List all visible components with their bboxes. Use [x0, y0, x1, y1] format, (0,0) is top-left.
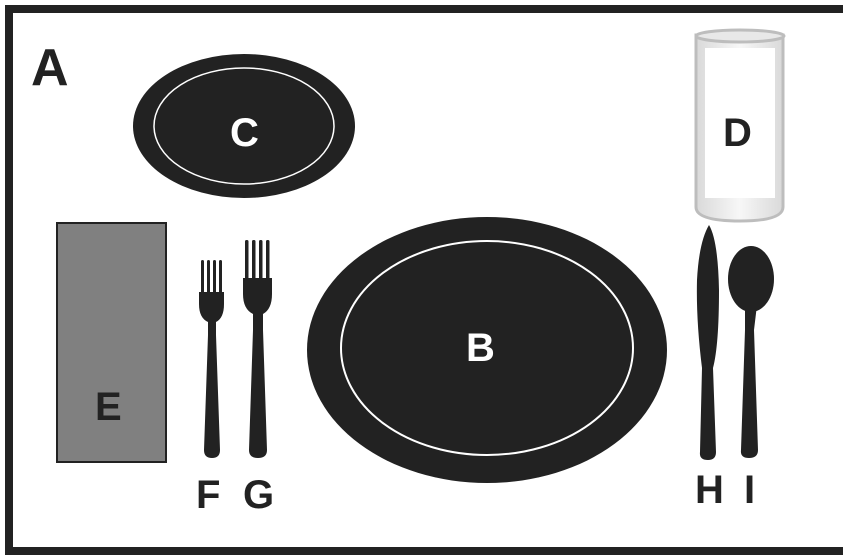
knife-label: H: [695, 470, 724, 510]
dinner-fork-label: G: [243, 475, 274, 515]
knife: [697, 225, 719, 460]
dinner-plate-label: B: [466, 328, 495, 368]
salad-fork-label: F: [196, 475, 220, 515]
napkin-label: E: [95, 387, 122, 427]
bread-plate-label: C: [230, 113, 259, 153]
diagram-label: A: [31, 42, 69, 94]
salad-fork: [199, 260, 224, 458]
spoon: [728, 246, 774, 458]
spoon-label: I: [744, 470, 755, 510]
dinner-fork: [243, 240, 272, 458]
glass-label: D: [723, 113, 752, 153]
